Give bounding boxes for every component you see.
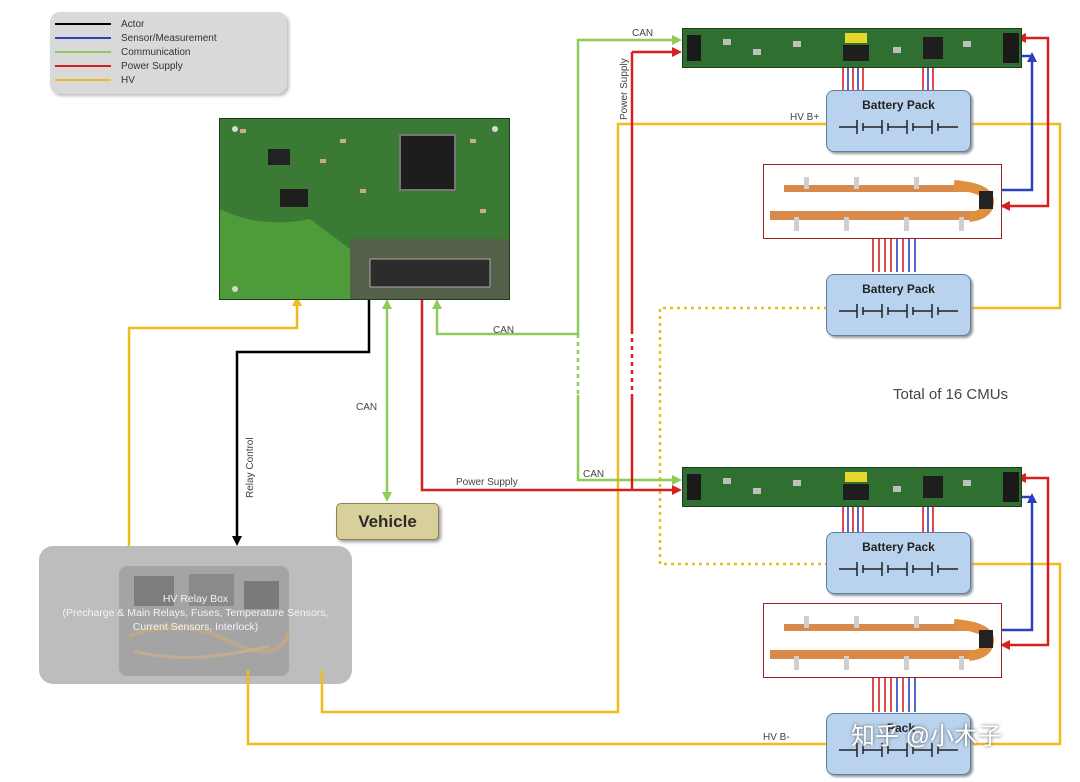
pcb-illustration — [220, 119, 509, 299]
can-label-top: CAN — [632, 28, 653, 39]
hv-wire — [969, 562, 1062, 746]
hv-wire — [969, 122, 1062, 310]
battery-pack-2: Battery Pack — [826, 274, 971, 336]
hv-wire-dotted — [658, 306, 827, 566]
relay-control-label: Relay Control — [245, 437, 256, 498]
battery-pack-label: Battery Pack — [862, 540, 935, 554]
power-wire — [420, 300, 676, 492]
legend-swatch — [55, 37, 111, 39]
can-wire — [576, 395, 676, 482]
hv-relay-box: HV Relay Box (Precharge & Main Relays, F… — [39, 546, 352, 684]
power-wire — [1000, 476, 1050, 647]
legend-label: Power Supply — [121, 60, 183, 72]
arrowhead — [1027, 52, 1037, 62]
relay-box-label: HV Relay Box (Precharge & Main Relays, F… — [59, 592, 332, 634]
arrowhead — [672, 485, 682, 495]
legend-item-communication: Communication — [55, 46, 190, 58]
sensor-wire — [1000, 495, 1034, 632]
watermark: 知乎 @小木子 — [851, 723, 1003, 750]
legend-label: Communication — [121, 46, 191, 58]
legend-label: Sensor/Measurement — [121, 32, 217, 44]
legend: Actor Sensor/Measurement Communication P… — [50, 12, 287, 94]
battery-pack-label: Pack — [887, 721, 916, 735]
relay-box-title: HV Relay Box — [162, 593, 229, 605]
battery-cells-icon — [839, 562, 958, 576]
arrowhead — [672, 35, 682, 45]
power-supply-label: Power Supply — [456, 477, 518, 488]
battery-pack-4: Pack — [826, 713, 971, 775]
legend-swatch — [55, 79, 111, 81]
arrowhead — [1027, 493, 1037, 503]
hv-wire — [320, 122, 827, 714]
legend-swatch — [55, 65, 111, 67]
cmu-board-top — [682, 28, 1022, 68]
legend-swatch — [55, 51, 111, 53]
cmu-board-bottom — [682, 467, 1022, 507]
power-supply-vertical-label: Power Supply — [619, 58, 630, 120]
relay-box-description: (Precharge & Main Relays, Fuses, Tempera… — [62, 607, 329, 633]
legend-item-power: Power Supply — [55, 60, 183, 72]
busbar-illustration — [770, 616, 995, 670]
can-label-vehicle: CAN — [356, 402, 377, 413]
legend-item-sensor: Sensor/Measurement — [55, 32, 217, 44]
busbar-harness-top — [763, 164, 1002, 239]
arrowhead — [1000, 201, 1010, 211]
legend-item-hv: HV — [55, 74, 135, 86]
arrowhead — [672, 47, 682, 57]
battery-pack-label: Battery Pack — [862, 282, 935, 296]
arrowhead — [672, 475, 682, 485]
arrowhead — [1000, 640, 1010, 650]
cmu-illustration — [683, 468, 1021, 506]
can-label-lower: CAN — [583, 469, 604, 480]
sensor-wire — [1000, 54, 1034, 192]
relay-box-photo — [119, 566, 291, 676]
arrowhead — [292, 296, 302, 306]
battery-cells-icon — [839, 304, 958, 318]
arrowhead — [432, 299, 442, 309]
arrowhead — [382, 492, 392, 502]
battery-cells-icon — [839, 120, 958, 134]
busbar-harness-bottom — [763, 603, 1002, 678]
hv-wire — [246, 670, 827, 746]
hv-wire — [127, 302, 299, 546]
battery-pack-1: Battery Pack — [826, 90, 971, 152]
power-wire — [1000, 36, 1050, 208]
legend-label: HV — [121, 74, 135, 86]
battery-pack-3: Battery Pack — [826, 532, 971, 594]
busbar-illustration — [770, 177, 995, 231]
cmu-illustration — [683, 29, 1021, 67]
vehicle-box: Vehicle — [336, 503, 439, 540]
battery-cells-icon — [839, 743, 958, 757]
arrowhead — [382, 299, 392, 309]
legend-item-actor: Actor — [55, 18, 144, 30]
legend-swatch — [55, 23, 111, 25]
total-cmus-note: Total of 16 CMUs — [893, 386, 1009, 403]
legend-label: Actor — [121, 18, 145, 30]
hv-b-minus-label: HV B- — [763, 732, 790, 743]
relay-control-wire — [235, 298, 371, 538]
can-label-mid: CAN — [493, 325, 514, 336]
bms-master-board — [219, 118, 510, 300]
hv-b-plus-label: HV B+ — [790, 112, 819, 123]
battery-pack-label: Battery Pack — [862, 98, 935, 112]
arrowhead — [232, 536, 242, 546]
